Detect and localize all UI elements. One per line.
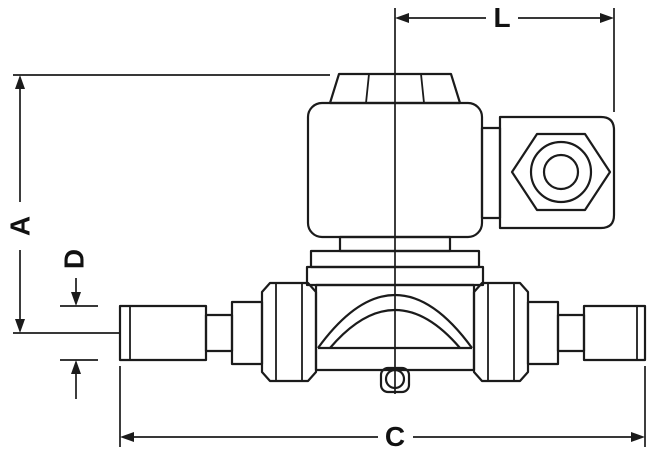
pipe-right (526, 300, 647, 366)
arrowhead-down (71, 292, 81, 306)
arrowhead-left (395, 13, 409, 23)
coil-top-hex-nut (328, 72, 462, 105)
arrowhead-up (15, 75, 25, 89)
arrowhead-up (71, 360, 81, 374)
dimension-label-C: C (385, 421, 405, 452)
dimension-C: C (119, 366, 646, 452)
dimension-label-A: A (5, 216, 36, 236)
arrowhead-right (600, 13, 614, 23)
dimension-label-L: L (493, 2, 510, 33)
dimension-label-D: D (59, 249, 90, 269)
union-nut-left (260, 281, 318, 383)
arrowhead-down (15, 319, 25, 333)
union-nut-right (472, 281, 530, 383)
conduit-hex-fitting (510, 132, 612, 212)
arrowhead-left (120, 432, 134, 442)
dimension-L: L (395, 2, 615, 112)
pipe-left (118, 300, 264, 366)
conduit-box (480, 115, 616, 230)
dimension-A: A (5, 74, 330, 334)
arrowhead-right (631, 432, 645, 442)
dimension-D: D (59, 249, 98, 399)
